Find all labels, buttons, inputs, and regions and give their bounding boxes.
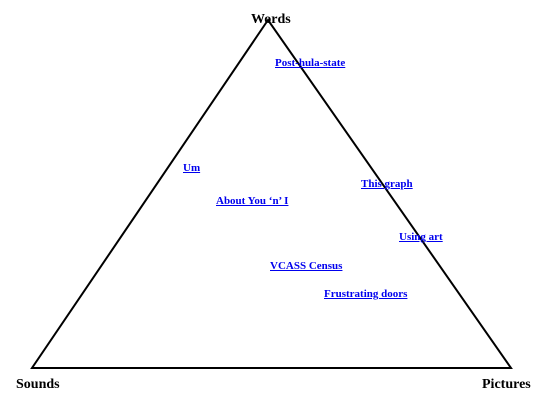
vertex-label-pictures: Pictures: [482, 377, 531, 392]
link-post-hula-state[interactable]: Post-hula-state: [275, 57, 346, 69]
triangle-shape: [30, 18, 513, 369]
vertex-label-words: Words: [251, 12, 291, 27]
vertex-label-sounds: Sounds: [16, 377, 60, 392]
link-about-you-n-i[interactable]: About You ‘n’ I: [216, 195, 289, 207]
link-this-graph[interactable]: This graph: [361, 178, 413, 190]
link-um[interactable]: Um: [183, 162, 201, 174]
link-vcass-census[interactable]: VCASS Census: [270, 260, 343, 272]
link-using-art[interactable]: Using art: [399, 231, 443, 243]
link-frustrating-doors[interactable]: Frustrating doors: [324, 288, 408, 300]
